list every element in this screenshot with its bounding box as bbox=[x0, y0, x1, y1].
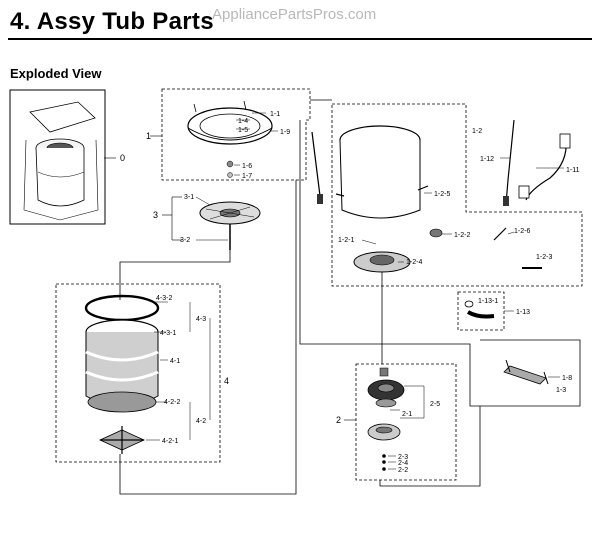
overview-assembly bbox=[9, 89, 116, 225]
label-0: 0 bbox=[120, 153, 125, 163]
label-1-2-4: 1-2-4 bbox=[406, 259, 422, 266]
group-1-13-hose bbox=[457, 291, 514, 331]
label-2-4: 2-4 bbox=[398, 460, 408, 467]
group-3-pulsator bbox=[162, 196, 261, 250]
label-1-5: 1-5 bbox=[238, 127, 248, 134]
label-1-2-2: 1-2-2 bbox=[454, 232, 470, 239]
page-title: 4. Assy Tub Parts bbox=[10, 8, 214, 35]
label-4-3-2: 4-3-2 bbox=[156, 295, 172, 302]
label-3-2: 3-2 bbox=[180, 237, 190, 244]
group-1-2-outer-tub bbox=[331, 103, 583, 287]
label-2-3: 2-3 bbox=[398, 454, 408, 461]
label-4-3: 4-3 bbox=[196, 316, 206, 323]
label-1-8: 1-8 bbox=[562, 375, 572, 382]
label-1-2: 1-2 bbox=[472, 128, 482, 135]
label-4-1: 4-1 bbox=[170, 358, 180, 365]
section-subtitle: Exploded View bbox=[10, 66, 102, 81]
label-1-2-3: 1-2-3 bbox=[536, 254, 552, 261]
label-1-9: 1-9 bbox=[280, 129, 290, 136]
label-2-2: 2-2 bbox=[398, 467, 408, 474]
label-2-5: 2-5 bbox=[430, 401, 440, 408]
label-1-2-1: 1-2-1 bbox=[338, 237, 354, 244]
group-1-8-bracket bbox=[480, 339, 581, 407]
group-1-tub-cover bbox=[150, 88, 311, 181]
title-rule bbox=[8, 38, 592, 40]
label-3: 3 bbox=[153, 210, 158, 220]
label-1-12: 1-12 bbox=[480, 156, 494, 163]
drain-hose-part bbox=[311, 131, 323, 204]
label-4-3-1: 4-3-1 bbox=[160, 330, 176, 337]
label-3-1: 3-1 bbox=[184, 194, 194, 201]
label-4-2: 4-2 bbox=[196, 418, 206, 425]
connector-lines bbox=[119, 99, 481, 495]
callout-labels: 0 1 1-1 1-4 1-5 1-9 1-6 1-7 3-1 3 3-2 1-… bbox=[120, 111, 580, 474]
label-1-1: 1-1 bbox=[270, 111, 280, 118]
label-1-13-1: 1-13-1 bbox=[478, 298, 498, 305]
label-1-2-5: 1-2-5 bbox=[434, 191, 450, 198]
label-1-11: 1-11 bbox=[566, 167, 580, 174]
watermark: AppliancePartsPros.com bbox=[212, 6, 377, 23]
group-4-inner-tub bbox=[55, 283, 221, 463]
label-4: 4 bbox=[224, 376, 229, 386]
label-1-4: 1-4 bbox=[238, 118, 248, 125]
label-4-2-2: 4-2-2 bbox=[164, 399, 180, 406]
label-1-6: 1-6 bbox=[242, 163, 252, 170]
label-4-2-1: 4-2-1 bbox=[162, 438, 178, 445]
label-1-2-6: 1-2-6 bbox=[514, 228, 530, 235]
group-2-clutch bbox=[344, 363, 457, 481]
label-1-7: 1-7 bbox=[242, 173, 252, 180]
label-1-3: 1-3 bbox=[556, 387, 566, 394]
label-1: 1 bbox=[146, 131, 151, 141]
label-2-1: 2-1 bbox=[402, 411, 412, 418]
label-1-13: 1-13 bbox=[516, 309, 530, 316]
label-2: 2 bbox=[336, 415, 341, 425]
